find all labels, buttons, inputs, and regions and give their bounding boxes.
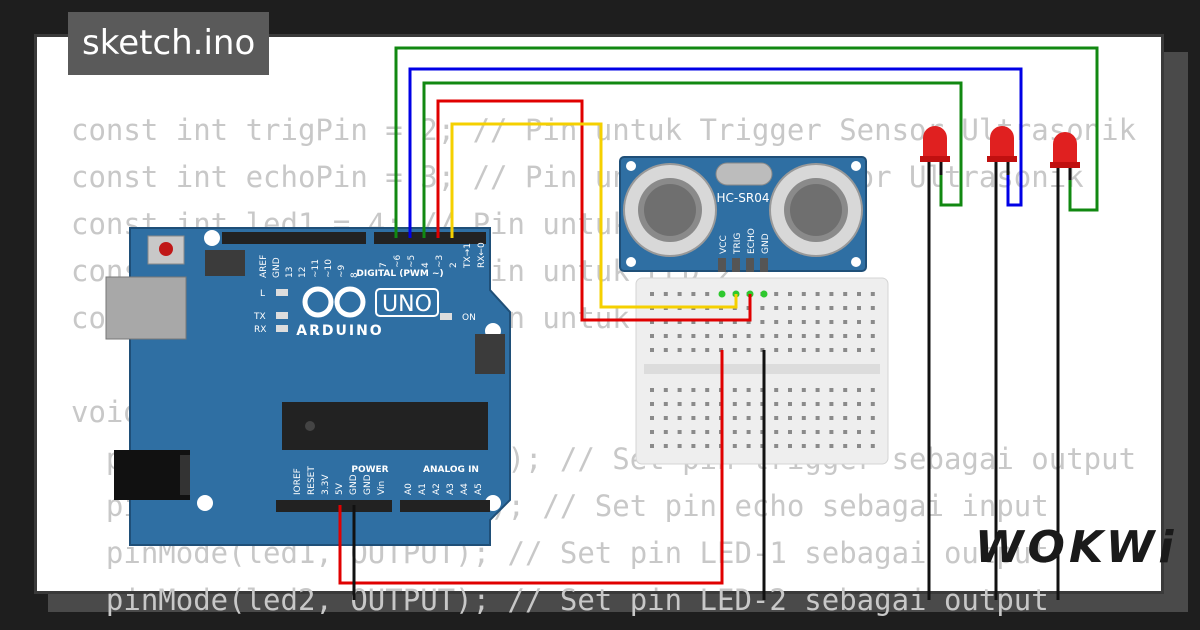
pin-label: A5 — [474, 483, 484, 495]
pin-label: 13 — [285, 267, 295, 278]
led-1[interactable] — [920, 126, 950, 600]
board-brand-label: ARDUINO — [296, 323, 383, 339]
microcontroller-chip — [282, 402, 488, 450]
transducer-right — [769, 163, 863, 257]
digital-label: DIGITAL (PWM ~) — [356, 269, 443, 279]
power-label: POWER — [351, 465, 388, 475]
wokwi-logo: WOKWi — [975, 522, 1178, 573]
arduino-board[interactable]: UNO ARDUINO DIGITAL (PWM ~) POWER ANALOG… — [105, 227, 511, 546]
power-jack — [114, 450, 190, 500]
usb-connector — [105, 276, 187, 340]
pin-label: ECHO — [747, 228, 757, 254]
tx-label: TX — [253, 312, 266, 322]
pin-label: AREF — [259, 255, 269, 278]
led-2[interactable] — [987, 126, 1017, 600]
wire-led2[interactable] — [408, 67, 1023, 238]
l-label: L — [260, 289, 265, 299]
pin-label: ~3 — [435, 255, 445, 268]
wire-trig[interactable] — [450, 122, 738, 309]
pin-label: ~6 — [393, 254, 403, 268]
sensor-name-label: HC-SR04 — [717, 191, 770, 205]
pin-label: ~11 — [311, 259, 321, 278]
board-model-label: UNO — [382, 292, 432, 317]
analog-header — [400, 500, 490, 512]
code-line: pinMode(led2, OUTPUT); // Set pin LED-2 … — [71, 583, 1049, 617]
wire-echo[interactable] — [436, 99, 752, 322]
pin-label: RESET — [307, 466, 317, 495]
pin-label: ~10 — [324, 259, 334, 278]
pin-label: ~9 — [337, 264, 347, 278]
led-3[interactable] — [1050, 132, 1080, 600]
pin-label: A0 — [404, 483, 414, 495]
pin-label: 3.3V — [321, 474, 331, 495]
pin-label: TRIG — [733, 233, 743, 255]
pin-label: IOREF — [293, 468, 303, 495]
pin-label: 4 — [421, 262, 431, 268]
wire-led1[interactable] — [422, 81, 963, 238]
pin-label: GND — [349, 474, 359, 495]
on-label: ON — [462, 313, 476, 323]
pin-label: A4 — [460, 483, 470, 495]
pin-label: GND — [761, 233, 771, 254]
pin-label: Vin — [377, 481, 387, 495]
file-tab[interactable]: sketch.ino — [68, 12, 270, 75]
wires — [338, 46, 1099, 600]
pin-label: A3 — [446, 483, 456, 495]
pin-label: 5V — [335, 482, 345, 495]
pin-label: A2 — [432, 483, 442, 495]
pin-label: 2 — [449, 262, 459, 268]
rx-label: RX — [254, 325, 266, 335]
pin-label: GND — [272, 257, 282, 278]
pin-label: 12 — [298, 267, 308, 278]
digital-header-right — [374, 232, 486, 244]
transducer-left — [623, 163, 717, 257]
ultrasonic-sensor[interactable]: HC-SR04 VCC TRIG ECHO GND — [619, 156, 867, 298]
pin-label: A1 — [418, 483, 428, 495]
pin-label: VCC — [719, 235, 729, 254]
pin-label: RX←0 — [477, 242, 487, 268]
analog-label: ANALOG IN — [423, 465, 479, 475]
analog-pin-labels: A0 A1 A2 A3 A4 A5 — [404, 483, 484, 495]
breadboard[interactable] — [635, 277, 889, 465]
sensor-pin-labels: VCC TRIG ECHO GND — [719, 228, 771, 255]
pin-label: 8 — [350, 272, 360, 278]
crystal — [715, 162, 773, 186]
pin-label: 7 — [379, 262, 389, 268]
power-pin-labels: IOREF RESET 3.3V 5V GND GND Vin — [293, 466, 387, 495]
digital-header-left — [222, 232, 366, 244]
code-line: const int trigPin = 2; // Pin untuk Trig… — [71, 113, 1137, 147]
pin-label: TX→1 — [463, 243, 473, 269]
pin-label: ~5 — [407, 255, 417, 268]
wire-led3[interactable] — [394, 46, 1099, 238]
wire-5v[interactable] — [338, 350, 724, 585]
power-header — [276, 500, 392, 512]
pin-label: GND — [363, 474, 373, 495]
